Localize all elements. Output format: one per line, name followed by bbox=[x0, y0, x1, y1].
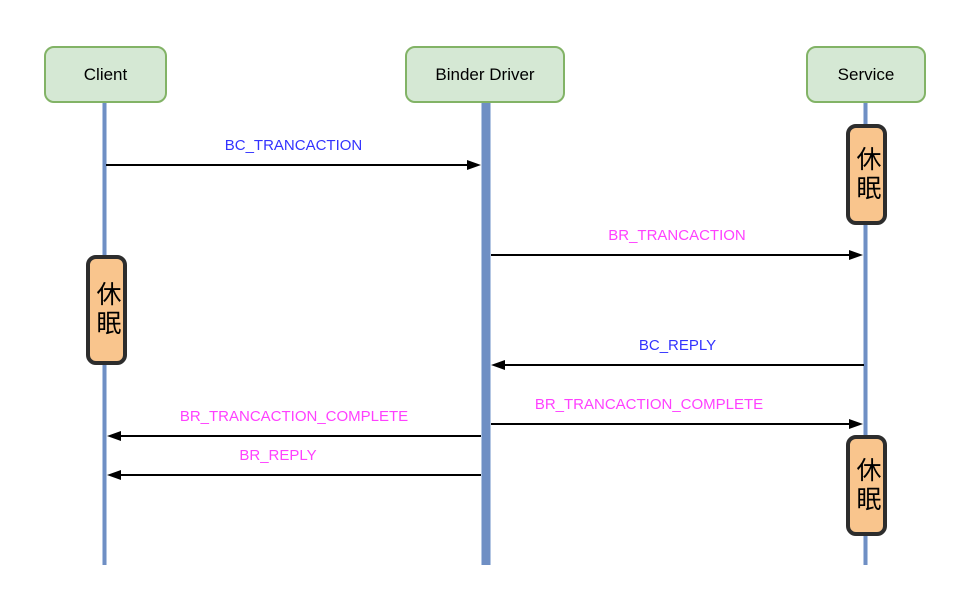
arrowhead-left-icon bbox=[107, 470, 121, 480]
message-label: BR_TRANCACTION_COMPLETE bbox=[534, 396, 764, 413]
sleep-label: 休眠 bbox=[853, 145, 881, 204]
actor-label-client: Client bbox=[83, 64, 128, 84]
message-label: BR_TRANCACTION bbox=[608, 227, 746, 244]
message-br-trancaction-complete-to-client: BR_TRANCACTION_COMPLETE bbox=[107, 408, 481, 441]
message-label: BC_REPLY bbox=[638, 337, 717, 354]
message-br-trancaction: BR_TRANCACTION bbox=[491, 227, 863, 260]
arrowhead-left-icon bbox=[491, 360, 505, 370]
message-br-trancaction-complete-to-service: BR_TRANCACTION_COMPLETE bbox=[491, 396, 863, 429]
arrowhead-right-icon bbox=[467, 160, 481, 170]
message-bc-trancaction: BC_TRANCACTION bbox=[106, 137, 481, 170]
arrowhead-left-icon bbox=[107, 431, 121, 441]
actor-box-client: Client bbox=[44, 46, 167, 103]
sleep-label: 休眠 bbox=[853, 456, 881, 515]
actor-label-binder-driver: Binder Driver bbox=[435, 64, 535, 84]
actor-box-binder-driver: Binder Driver bbox=[405, 46, 565, 103]
sleep-box-client: 休眠 bbox=[86, 255, 127, 365]
arrow-line bbox=[106, 164, 476, 166]
message-bc-reply: BC_REPLY bbox=[491, 337, 864, 370]
arrow-line bbox=[112, 435, 481, 437]
message-br-reply: BR_REPLY bbox=[107, 447, 481, 480]
arrow-line bbox=[496, 364, 864, 366]
lifeline-service bbox=[863, 103, 868, 565]
arrow-line bbox=[491, 423, 858, 425]
actor-box-service: Service bbox=[806, 46, 926, 103]
sleep-box-service-bottom: 休眠 bbox=[846, 435, 887, 536]
arrow-line bbox=[112, 474, 481, 476]
arrowhead-right-icon bbox=[849, 250, 863, 260]
actor-label-service: Service bbox=[837, 64, 895, 84]
lifeline-binder-driver bbox=[481, 103, 491, 565]
arrowhead-right-icon bbox=[849, 419, 863, 429]
arrow-line bbox=[491, 254, 858, 256]
sleep-box-service-top: 休眠 bbox=[846, 124, 887, 225]
sleep-label: 休眠 bbox=[93, 281, 121, 339]
message-label: BR_TRANCACTION_COMPLETE bbox=[179, 408, 409, 425]
message-label: BC_TRANCACTION bbox=[224, 137, 363, 154]
message-label: BR_REPLY bbox=[239, 447, 317, 464]
